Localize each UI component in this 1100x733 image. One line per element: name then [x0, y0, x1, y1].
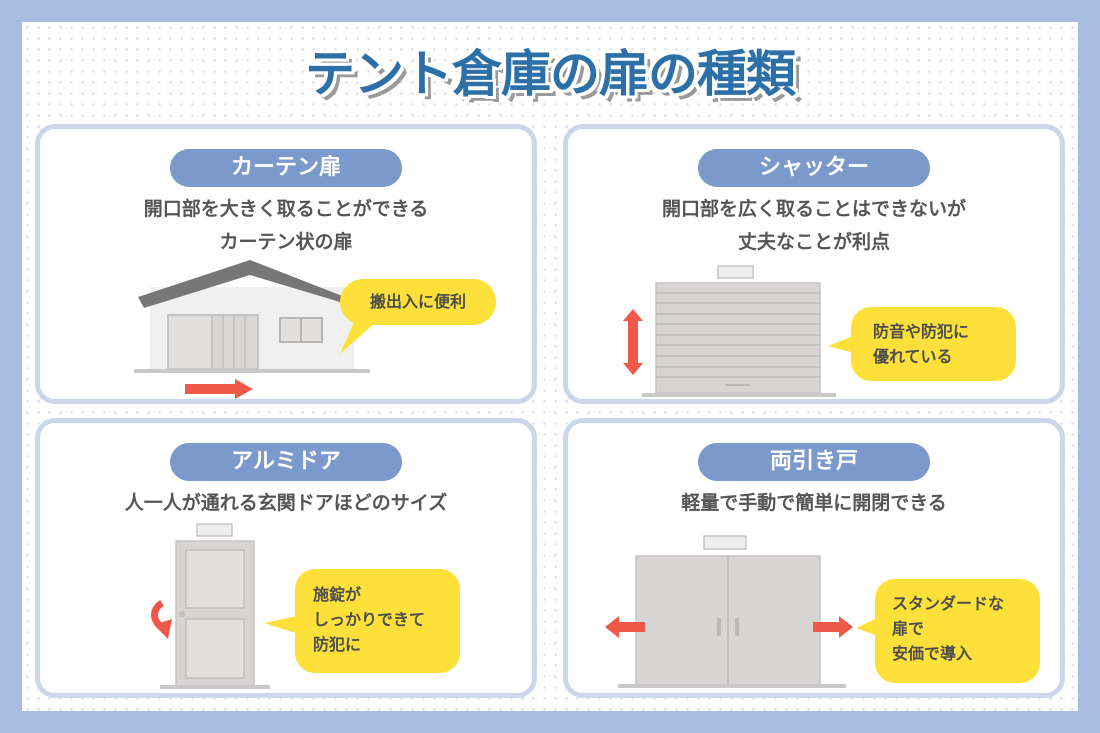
house-icon — [134, 260, 370, 373]
arrow-right-icon — [185, 379, 253, 399]
card-aluminum-door: アルミドア 人一人が通れる玄関ドアほどのサイズ 施錠が しっかりできて 防犯に — [35, 418, 537, 698]
speech-bubble: 施錠が しっかりできて 防犯に — [295, 569, 460, 673]
card-label: 両引き戸 — [698, 443, 930, 481]
arrow-right-icon — [813, 616, 853, 638]
arrow-left-icon — [605, 616, 645, 638]
card-label: アルミドア — [170, 443, 402, 481]
speech-bubble: 搬出入に便利 — [340, 279, 496, 325]
aluminum-door-icon — [160, 523, 270, 689]
double-sliding-door-icon — [618, 535, 846, 688]
card-curtain-door: カーテン扉 開口部を大きく取ることができる カーテン状の扉 搬出入に便利 — [35, 124, 537, 404]
shutter-icon — [642, 265, 836, 397]
speech-bubble: スタンダードな 扉で 安価で導入 — [875, 579, 1040, 683]
card-description: 軽量で手動で簡単に開閉できる — [681, 492, 947, 514]
speech-bubble-tail — [340, 309, 385, 354]
card-description: 人一人が通れる玄関ドアほどのサイズ — [124, 492, 448, 514]
arrow-up-down-icon — [623, 309, 643, 375]
card-label: カーテン扉 — [170, 149, 402, 187]
card-shutter: シャッター 開口部を広く取ることはできないが 丈夫なことが利点 防音や防犯に 優… — [563, 124, 1065, 404]
speech-bubble-tail — [828, 334, 858, 354]
card-description: 開口部を大きく取ることができる カーテン状の扉 — [143, 198, 429, 253]
card-label: シャッター — [698, 149, 930, 187]
speech-bubble-tail — [264, 615, 302, 635]
page-title: テント倉庫の扉の種類 — [305, 45, 796, 103]
speech-bubble: 防音や防犯に 優れている — [851, 307, 1016, 381]
card-description: 開口部を広く取ることはできないが 丈夫なことが利点 — [661, 198, 966, 253]
arrow-curved-icon — [151, 600, 172, 639]
card-double-sliding-door: 両引き戸 軽量で手動で簡単に開閉できる スタンダードな 扉で 安価で導入 — [563, 418, 1065, 698]
